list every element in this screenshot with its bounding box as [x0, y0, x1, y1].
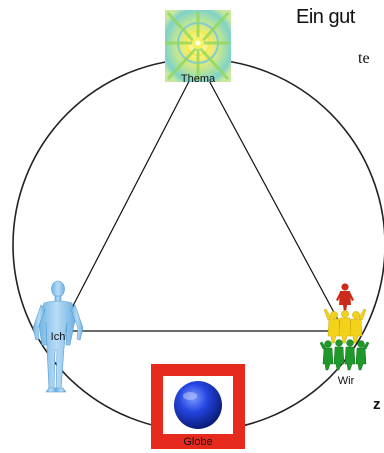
node-label-ich: Ich — [51, 331, 66, 343]
heading-fragment: Ein gut — [296, 6, 355, 29]
node-label-wir: Wir — [338, 375, 355, 387]
mandala-icon — [165, 10, 231, 82]
node-label-thema: Thema — [181, 73, 216, 85]
text-fragment: te — [358, 50, 370, 68]
node-label-globe: Globe — [183, 436, 212, 448]
people-pyramid-icon — [320, 283, 369, 370]
corner-fragment: z — [373, 396, 381, 413]
triangle — [60, 62, 344, 331]
